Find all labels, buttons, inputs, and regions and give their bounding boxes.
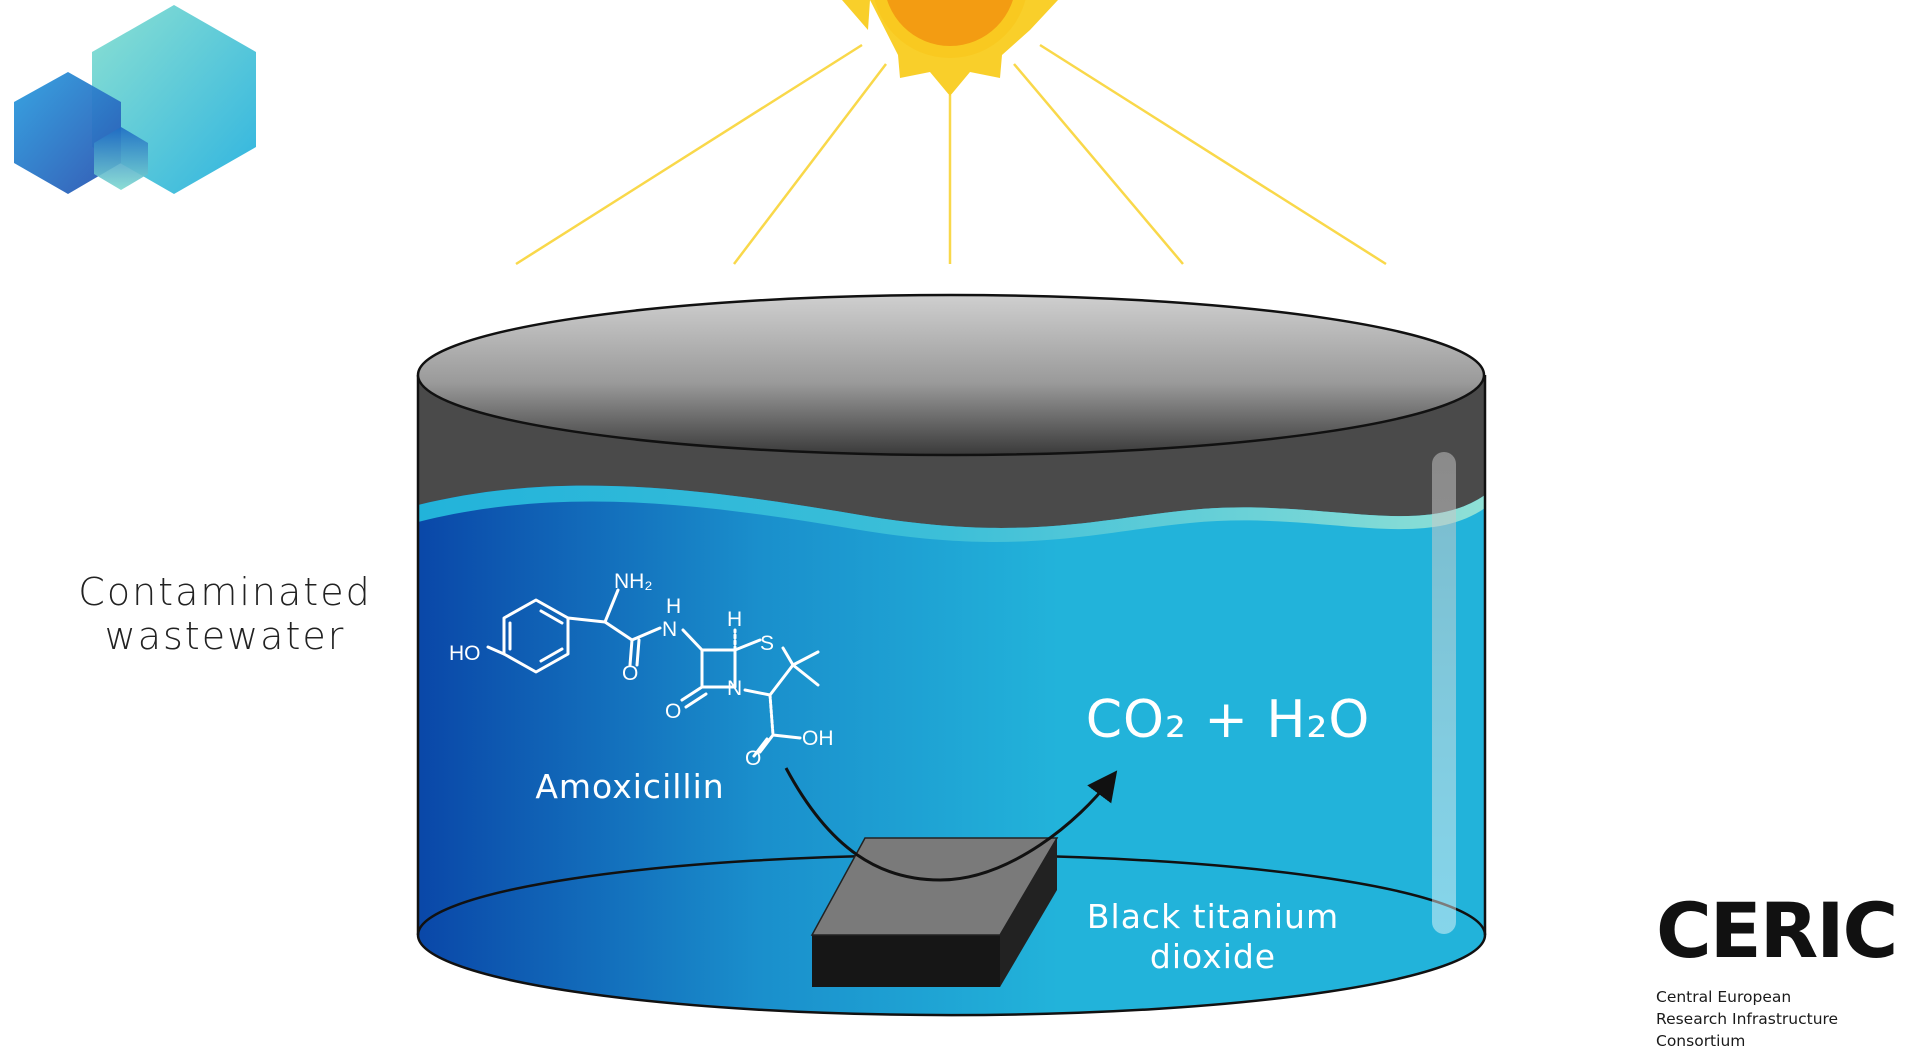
water-body [418, 485, 1485, 1016]
hexagon-logo-icon [14, 5, 256, 194]
catalyst-label-line2: dioxide [1150, 937, 1276, 976]
atom-nh2: NH₂ [614, 570, 652, 593]
glass-tube [1432, 452, 1456, 934]
water-surface-wave [418, 485, 1485, 542]
ceric-subtitle-line1: Central European [1656, 988, 1792, 1006]
tank-lid [416, 293, 1486, 457]
sun-icon [842, 0, 1058, 96]
atom-s: S [760, 632, 774, 655]
atom-o2: O [665, 700, 681, 723]
atom-n-amide: N [662, 618, 677, 641]
atom-ho: HO [449, 642, 481, 665]
label-line2: wastewater [104, 614, 346, 658]
amoxicillin-structure [486, 588, 820, 758]
contaminated-wastewater-label: Contaminated wastewater [75, 570, 375, 658]
amoxicillin-label: Amoxicillin [535, 767, 724, 806]
ceric-subtitle: Central European Research Infrastructure… [1656, 986, 1896, 1052]
atom-h-ring: H [727, 608, 742, 631]
atom-n-ring: N [727, 677, 742, 700]
atom-o1: O [622, 662, 638, 685]
catalyst-block [810, 837, 1059, 987]
atom-o3: O [745, 747, 761, 770]
tank [416, 293, 1487, 1017]
ceric-subtitle-line2: Research Infrastructure [1656, 1010, 1839, 1028]
catalyst-label-line1: Black titanium [1087, 897, 1339, 936]
ceric-logo-icon: CERIC [1656, 886, 1896, 975]
atom-oh: OH [802, 727, 834, 750]
amoxicillin-atoms: HO NH₂ H N H S N O O O OH [449, 570, 834, 770]
products-label: CO₂ + H₂O [1086, 690, 1371, 750]
label-line1: Contaminated [78, 570, 372, 614]
atom-h-amide: H [666, 595, 681, 618]
ceric-subtitle-line3: Consortium [1656, 1032, 1746, 1050]
reaction-arrow [784, 767, 1118, 882]
sun-rays [515, 43, 1387, 266]
